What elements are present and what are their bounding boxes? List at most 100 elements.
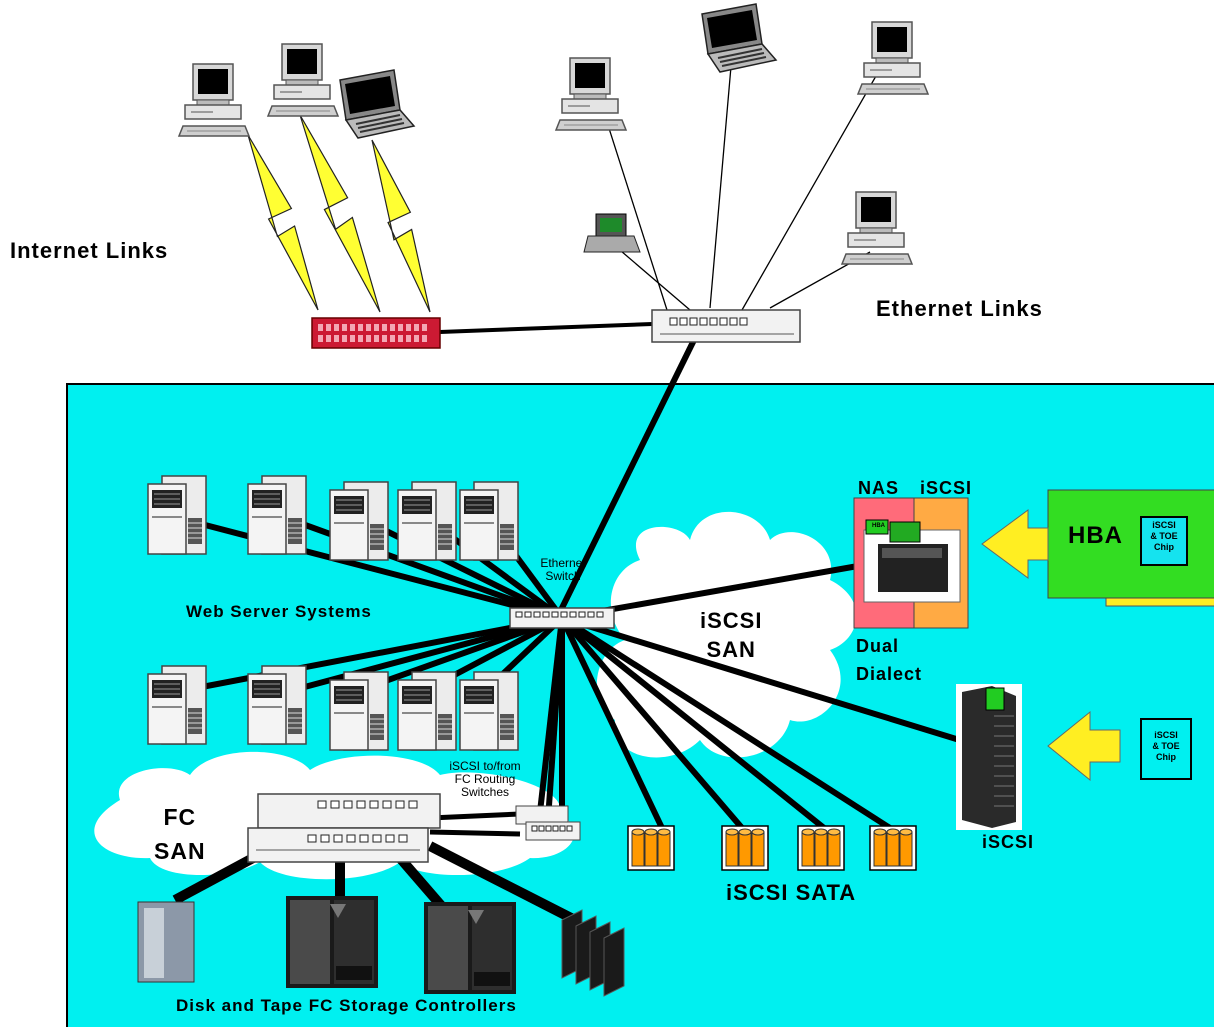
switch-port	[719, 317, 728, 326]
firewall-switch-link	[439, 322, 653, 334]
fc-san-label: FC SAN	[154, 800, 206, 868]
laptop-computer-1	[339, 69, 415, 139]
san-switch-port	[596, 611, 604, 618]
small-laptop-base	[583, 235, 641, 253]
fc-switch-port	[395, 800, 405, 809]
dual-dialect-label: Dual Dialect	[856, 632, 922, 688]
router-port	[406, 335, 411, 342]
routing-switch-1	[515, 805, 569, 825]
router-port	[334, 335, 339, 342]
router-port	[358, 335, 363, 342]
routing-switch-port	[531, 825, 538, 832]
router-port	[342, 335, 347, 342]
san-switch-port	[587, 611, 595, 618]
router-port	[390, 324, 395, 331]
storage-controllers-label: Disk and Tape FC Storage Controllers	[176, 996, 517, 1015]
iscsi-tower	[962, 686, 1016, 828]
storage-cabinet-1-panel	[144, 908, 164, 978]
fc-switch-port	[346, 834, 356, 843]
router-port	[350, 335, 355, 342]
web-server-7	[247, 665, 307, 745]
ethernet-switch-label-line1: Ethernet	[540, 556, 586, 570]
san-link-3	[358, 515, 564, 621]
router-port	[374, 335, 379, 342]
tower-chip-card	[985, 687, 1005, 711]
ethernet-switch-label-line2: Switch	[545, 569, 581, 583]
sata-disk-array-1	[627, 825, 675, 871]
router-port	[318, 324, 323, 331]
routing-switch-port	[545, 825, 552, 832]
nas-device-bay	[882, 548, 942, 558]
web-server-9	[397, 671, 457, 751]
hba-chip-line1: iSCSI	[1152, 520, 1176, 530]
ethernet-link-3	[741, 61, 885, 311]
nas-chip	[889, 521, 921, 543]
desktop-computer-5	[841, 191, 913, 265]
ethernet-link-5	[613, 244, 691, 311]
fc-switch-1	[257, 793, 441, 829]
fc-switch-port	[307, 834, 317, 843]
san-link-8	[358, 615, 564, 693]
tower-chip-line2: & TOE	[1152, 741, 1180, 751]
ethernet-switch-label: Ethernet Switch	[523, 557, 603, 583]
dual-dialect-line2: Dialect	[856, 664, 923, 684]
router-port	[382, 335, 387, 342]
iscsi-sata-label: iSCSI SATA	[726, 880, 857, 905]
router-port	[374, 324, 379, 331]
fc-switch-port	[369, 800, 379, 809]
lightning-link-2	[299, 114, 381, 313]
san-switch-port	[560, 611, 568, 618]
san-link-14	[559, 616, 745, 830]
web-server-1	[147, 475, 207, 555]
router-port	[390, 335, 395, 342]
router-port	[366, 335, 371, 342]
fc-switch-port	[385, 834, 395, 843]
core-uplink	[557, 338, 697, 614]
lightning-link-3	[371, 139, 431, 313]
router-port	[406, 324, 411, 331]
routing-switches-line1: iSCSI to/from	[449, 759, 521, 773]
switch-port	[679, 317, 688, 326]
router-port	[382, 324, 387, 331]
router-port	[422, 324, 427, 331]
sata-disk-array-2	[721, 825, 769, 871]
fc-storage-link-3	[396, 854, 449, 914]
san-switch-port	[542, 611, 550, 618]
nas-label: NAS	[858, 478, 900, 498]
routing-switch-port	[538, 825, 545, 832]
sata-disk-array-4	[869, 825, 917, 871]
internet-links-label: Internet Links	[10, 238, 169, 263]
switch-port	[689, 317, 698, 326]
fc-switch-port	[356, 800, 366, 809]
iscsi-san-label-line1: iSCSI	[700, 608, 763, 633]
san-switch-port	[551, 611, 559, 618]
ethernet-switch-top	[651, 309, 801, 343]
fc-switch-port	[333, 834, 343, 843]
fc-switch-port	[320, 834, 330, 843]
web-server-4	[397, 481, 457, 561]
fc-switch-port	[398, 834, 408, 843]
desktop-computer-1	[178, 63, 250, 137]
switch-port	[709, 317, 718, 326]
router-port	[326, 335, 331, 342]
ethernet-links-label: Ethernet Links	[876, 296, 1043, 321]
web-server-10	[459, 671, 519, 751]
switch-port	[739, 317, 748, 326]
router-port	[326, 324, 331, 331]
dual-dialect-line1: Dual	[856, 636, 900, 656]
iscsi-tower-label: iSCSI	[982, 832, 1035, 852]
sata-disk-array-3	[797, 825, 845, 871]
ethernet-link-1	[606, 121, 668, 311]
storage-cabinet-3	[424, 902, 516, 994]
switch-port	[669, 317, 678, 326]
desktop-computer-2	[267, 43, 339, 117]
router-port	[398, 324, 403, 331]
hba-chip: iSCSI & TOE Chip	[1140, 516, 1188, 566]
ethernet-link-2	[709, 54, 733, 309]
desktop-computer-3	[555, 57, 627, 131]
router-port	[398, 335, 403, 342]
san-switch-port	[515, 611, 523, 618]
storage-cabinet-2	[286, 896, 378, 988]
tower-arrow	[1047, 710, 1121, 782]
